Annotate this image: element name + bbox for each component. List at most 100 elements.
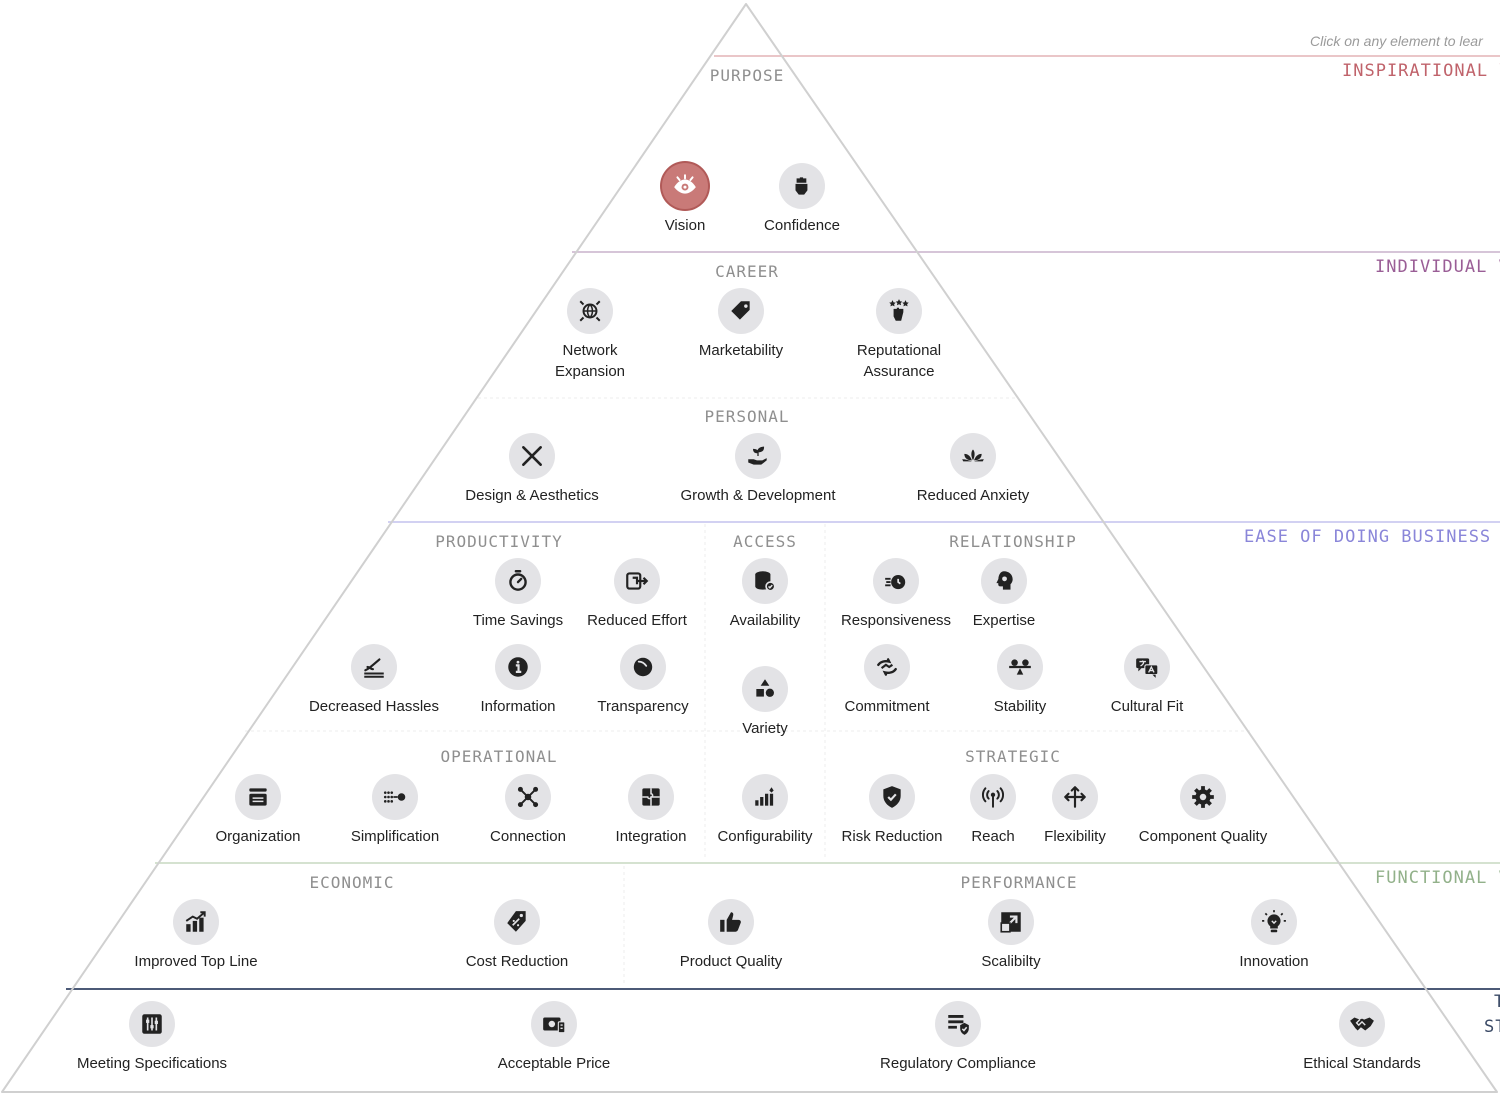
- arrows-split-icon: [1052, 774, 1098, 820]
- element-label: Product Quality: [679, 953, 783, 970]
- element-marketability[interactable]: Marketability: [656, 288, 826, 361]
- dots-to-point-icon: [372, 774, 418, 820]
- category-economic: ECONOMIC: [309, 873, 395, 892]
- element-flexibility[interactable]: Flexibility: [990, 774, 1160, 847]
- fist-icon: [779, 163, 825, 209]
- element-reduced-anxiety[interactable]: Reduced Anxiety: [888, 433, 1058, 506]
- element-simplification[interactable]: Simplification: [310, 774, 480, 847]
- element-label: Commitment: [844, 698, 930, 715]
- head-gear-icon: [981, 558, 1027, 604]
- element-label: Scalibilty: [981, 953, 1041, 970]
- element-design-aesthetics[interactable]: Design & Aesthetics: [447, 433, 617, 506]
- element-integration[interactable]: Integration: [566, 774, 736, 847]
- checklist-icon: [935, 1001, 981, 1047]
- element-regulatory-compliance[interactable]: Regulatory Compliance: [873, 1001, 1043, 1074]
- element-label: Network Expansion: [554, 342, 626, 380]
- element-label: Organization: [215, 828, 301, 845]
- pyramid-outline: [1, 3, 1498, 1093]
- stopwatch-icon: [495, 558, 541, 604]
- tier-label-inspirational[interactable]: INSPIRATIONAL V: [1342, 61, 1500, 81]
- lightbulb-icon: [1251, 899, 1297, 945]
- element-label: Variety: [742, 720, 788, 737]
- element-improved-top-line[interactable]: Improved Top Line: [111, 899, 281, 972]
- lotus-icon: [950, 433, 996, 479]
- element-label: Availability: [729, 612, 801, 629]
- eye-icon: [662, 163, 708, 209]
- element-stability[interactable]: Stability: [935, 644, 1105, 717]
- glass-icon: [620, 644, 666, 690]
- tier-label-functional[interactable]: FUNCTIONAL V: [1375, 868, 1500, 888]
- element-meeting-specifications[interactable]: Meeting Specifications: [67, 1001, 237, 1074]
- element-organization[interactable]: Organization: [173, 774, 343, 847]
- element-configurability[interactable]: Configurability: [680, 774, 850, 847]
- element-confidence[interactable]: Confidence: [717, 163, 887, 236]
- element-label: Expertise: [972, 612, 1036, 629]
- info-icon: [495, 644, 541, 690]
- element-label: Vision: [664, 217, 706, 234]
- element-label: Component Quality: [1138, 828, 1268, 845]
- database-check-icon: [742, 558, 788, 604]
- element-commitment[interactable]: Commitment: [802, 644, 972, 717]
- element-decreased-hassles[interactable]: Decreased Hassles: [289, 644, 459, 717]
- archive-icon: [235, 774, 281, 820]
- element-label: Time Savings: [472, 612, 564, 629]
- puzzle-icon: [628, 774, 674, 820]
- price-tag-percent-icon: [494, 899, 540, 945]
- element-time-savings[interactable]: Time Savings: [433, 558, 603, 631]
- element-label: Integration: [615, 828, 687, 845]
- element-vision[interactable]: Vision: [600, 163, 770, 236]
- element-expertise[interactable]: Expertise: [919, 558, 1089, 631]
- element-risk-reduction[interactable]: Risk Reduction: [807, 774, 977, 847]
- element-reputational-assurance[interactable]: Reputational Assurance: [814, 288, 984, 382]
- element-cultural-fit[interactable]: Cultural Fit: [1062, 644, 1232, 717]
- fast-clock-icon: [873, 558, 919, 604]
- element-responsiveness[interactable]: Responsiveness: [811, 558, 981, 631]
- element-label: Acceptable Price: [497, 1055, 611, 1072]
- element-label: Design & Aesthetics: [465, 487, 599, 504]
- signature-icon: [351, 644, 397, 690]
- element-product-quality[interactable]: Product Quality: [646, 899, 816, 972]
- element-label: Ethical Standards: [1303, 1055, 1421, 1072]
- element-label: Information: [480, 698, 556, 715]
- element-acceptable-price[interactable]: Acceptable Price: [469, 1001, 639, 1074]
- stars-hand-icon: [876, 288, 922, 334]
- tier-label-table-stakes-top[interactable]: T: [1494, 992, 1500, 1012]
- element-label: Growth & Development: [680, 487, 836, 504]
- category-performance: PERFORMANCE: [960, 873, 1078, 892]
- element-reach[interactable]: Reach: [908, 774, 1078, 847]
- element-label: Configurability: [717, 828, 813, 845]
- bar-chart-up-icon: [173, 899, 219, 945]
- tier-label-table-stakes-bottom[interactable]: ST: [1484, 1017, 1500, 1037]
- element-label: Marketability: [698, 342, 784, 359]
- element-ethical-standards[interactable]: Ethical Standards: [1277, 1001, 1447, 1074]
- element-transparency[interactable]: Transparency: [558, 644, 728, 717]
- element-label: Innovation: [1239, 953, 1309, 970]
- globe-icon: [567, 288, 613, 334]
- category-strategic: STRATEGIC: [965, 747, 1061, 766]
- category-access: ACCESS: [733, 532, 797, 551]
- category-career: CAREER: [715, 262, 779, 281]
- element-reduced-effort[interactable]: Reduced Effort: [552, 558, 722, 631]
- element-information[interactable]: Information: [433, 644, 603, 717]
- element-cost-reduction[interactable]: Cost Reduction: [432, 899, 602, 972]
- element-growth-development[interactable]: Growth & Development: [673, 433, 843, 506]
- antenna-icon: [970, 774, 1016, 820]
- element-label: Cost Reduction: [465, 953, 569, 970]
- element-scalability[interactable]: Scalibilty: [926, 899, 1096, 972]
- tier-label-ease[interactable]: EASE OF DOING BUSINESS V: [1244, 527, 1500, 547]
- element-variety[interactable]: Variety: [680, 666, 850, 739]
- element-label: Confidence: [764, 217, 840, 234]
- element-connection[interactable]: Connection: [443, 774, 613, 847]
- element-innovation[interactable]: Innovation: [1189, 899, 1359, 972]
- tier-label-individual[interactable]: INDIVIDUAL V: [1375, 257, 1500, 277]
- element-component-quality[interactable]: Component Quality: [1118, 774, 1288, 847]
- element-availability[interactable]: Availability: [680, 558, 850, 631]
- element-network-expansion[interactable]: Network Expansion: [505, 288, 675, 382]
- category-productivity: PRODUCTIVITY: [435, 532, 563, 551]
- category-operational: OPERATIONAL: [440, 747, 558, 766]
- element-label: Reach: [971, 828, 1015, 845]
- thumbs-up-icon: [708, 899, 754, 945]
- shortcut-arrow-icon: [614, 558, 660, 604]
- balance-icon: [997, 644, 1043, 690]
